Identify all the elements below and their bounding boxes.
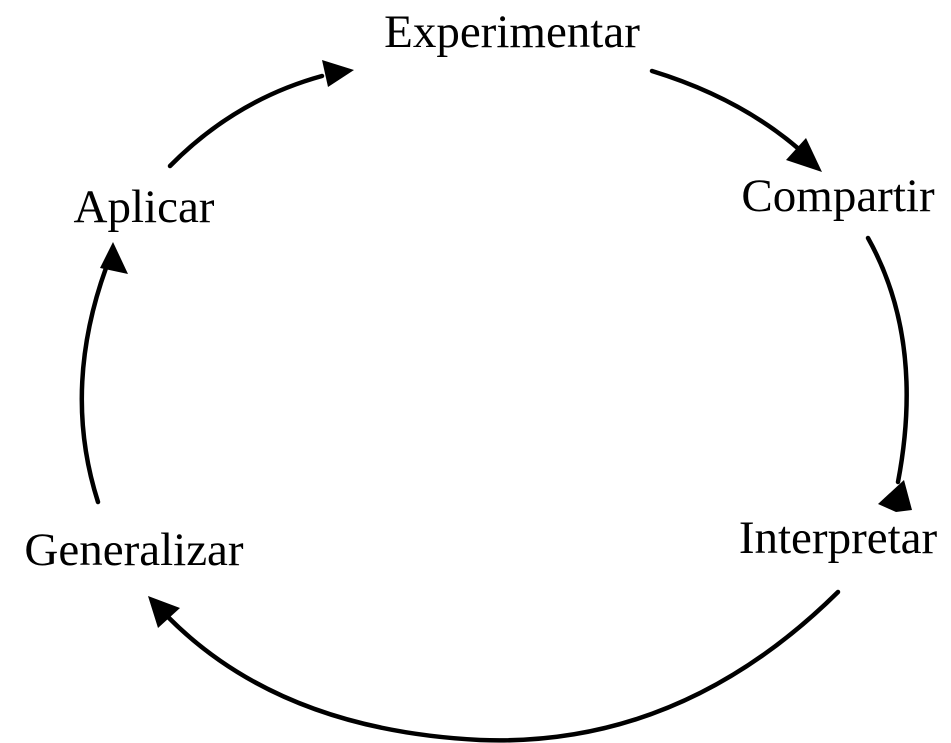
arrow-generalizar-to-aplicar [79, 242, 128, 505]
stage-label-experimentar: Experimentar [384, 6, 640, 58]
arrow-experimentar-to-compartir [649, 68, 822, 172]
stage-label-aplicar: Aplicar [74, 181, 215, 233]
arrow-compartir-to-interpretar [865, 235, 912, 512]
stage-label-generalizar: Generalizar [24, 524, 244, 576]
arrow-interpretar-to-generalizar [148, 589, 841, 743]
arrow-aplicar-to-experimentar [167, 60, 354, 169]
stage-label-interpretar: Interpretar [739, 512, 938, 564]
stage-label-compartir: Compartir [741, 170, 935, 222]
